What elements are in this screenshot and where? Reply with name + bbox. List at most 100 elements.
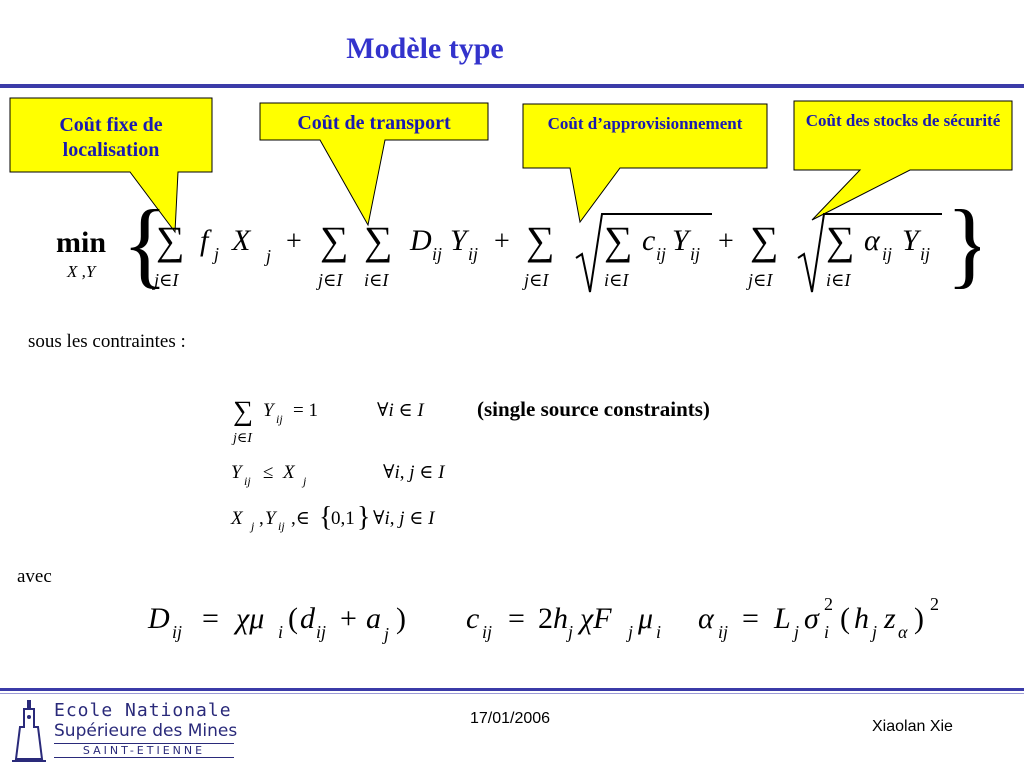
svg-text:α: α — [864, 224, 881, 257]
svg-text:∑: ∑ — [156, 218, 185, 263]
svg-text:+: + — [286, 226, 302, 257]
svg-text:(: ( — [288, 602, 298, 635]
svg-text:j: j — [264, 246, 271, 266]
logo-line-3: SAINT-ETIENNE — [54, 743, 234, 758]
svg-text:∑: ∑ — [233, 396, 253, 427]
svg-text:L: L — [773, 602, 791, 635]
objective-min-subscript: X ,Y — [67, 262, 96, 281]
callout-safety-stock: Coût des stocks de sécurité — [805, 111, 1001, 130]
svg-text:∑: ∑ — [826, 218, 855, 263]
svg-text:X: X — [282, 462, 296, 483]
svg-text:≤: ≤ — [263, 462, 273, 483]
svg-text:j: j — [249, 519, 255, 533]
svg-text:+: + — [494, 226, 510, 257]
svg-text:ij: ij — [920, 244, 930, 264]
svg-text:j: j — [382, 624, 389, 644]
svg-text:): ) — [396, 602, 406, 635]
svg-text:D: D — [409, 224, 432, 257]
svg-text:c: c — [466, 602, 479, 635]
svg-text:j: j — [792, 622, 799, 642]
svg-text:h: h — [854, 602, 869, 635]
top-divider — [0, 84, 1024, 88]
bottom-divider — [0, 688, 1024, 691]
school-logo: Ecole Nationale Supérieure des Mines SAI… — [8, 697, 240, 765]
avec-label: avec — [17, 566, 52, 587]
svg-text:+: + — [718, 226, 734, 257]
svg-text:+: + — [340, 602, 357, 635]
callout-transport: Coût de transport — [297, 112, 451, 134]
svg-text:c: c — [642, 224, 655, 257]
svg-text:j: j — [870, 622, 877, 642]
objective-formula: { ∑ j∈I f j X j + ∑ j∈I ∑ i∈I D ij Y ij … — [122, 192, 980, 297]
svg-text:α: α — [698, 602, 715, 635]
svg-text:ij: ij — [172, 622, 182, 642]
svg-text:χμ: χμ — [233, 602, 264, 635]
svg-text:ij: ij — [656, 244, 666, 264]
svg-text:j: j — [212, 244, 219, 264]
single-source-note: (single source constraints) — [477, 397, 710, 421]
svg-text:=: = — [742, 602, 759, 635]
svg-text:D: D — [147, 602, 170, 635]
svg-text:i: i — [824, 622, 829, 642]
svg-text:i: i — [278, 622, 283, 642]
svg-text:= 1: = 1 — [293, 400, 318, 421]
svg-text:∑: ∑ — [364, 218, 393, 263]
svg-text:j∈I: j∈I — [231, 431, 253, 446]
svg-text:ij: ij — [690, 244, 700, 264]
bottom-divider-thin — [0, 693, 1024, 694]
svg-text:2: 2 — [930, 594, 939, 614]
svg-text:μ: μ — [637, 602, 653, 635]
callout-supply: Coût d’approvisionnement — [547, 114, 743, 133]
svg-text:i∈I: i∈I — [826, 270, 851, 290]
svg-text:ij: ij — [482, 622, 492, 642]
svg-text:∀i, j ∈ I: ∀i, j ∈ I — [383, 462, 446, 483]
svg-text:f: f — [200, 224, 212, 257]
svg-text:=: = — [508, 602, 525, 635]
svg-text:Y: Y — [231, 462, 244, 483]
tower-icon — [12, 700, 46, 762]
svg-text:j: j — [626, 622, 633, 642]
logo-line-2: Supérieure des Mines — [54, 721, 238, 741]
svg-text:{: { — [319, 502, 332, 533]
svg-text:=: = — [202, 602, 219, 635]
svg-text:Y: Y — [902, 224, 922, 257]
svg-text:Y: Y — [263, 400, 276, 421]
svg-text:d: d — [300, 602, 316, 635]
svg-text:α: α — [898, 622, 908, 642]
svg-text:χF: χF — [577, 602, 612, 635]
svg-text:{: { — [122, 192, 168, 297]
svg-text:ij: ij — [432, 244, 442, 264]
svg-text:ij: ij — [316, 622, 326, 642]
svg-text:∑: ∑ — [526, 218, 555, 263]
svg-text:): ) — [914, 602, 924, 635]
svg-text:∑: ∑ — [604, 218, 633, 263]
svg-text:ij: ij — [468, 244, 478, 264]
svg-text:2: 2 — [824, 594, 833, 614]
svg-text:ij: ij — [278, 519, 285, 533]
svg-text:∑: ∑ — [320, 218, 349, 263]
svg-text:z: z — [883, 602, 896, 635]
svg-text:i: i — [656, 622, 661, 642]
svg-text:X: X — [231, 224, 252, 257]
footer-date: 17/01/2006 — [470, 710, 551, 727]
svg-text:j: j — [301, 474, 307, 488]
svg-text:j∈I: j∈I — [746, 270, 773, 290]
svg-text:j: j — [566, 622, 573, 642]
svg-text:i∈I: i∈I — [604, 270, 629, 290]
svg-text:∀i ∈ I: ∀i ∈ I — [377, 400, 425, 421]
svg-text:0,1: 0,1 — [331, 508, 355, 529]
svg-text:Y: Y — [672, 224, 692, 257]
svg-text:X: X — [230, 508, 244, 529]
callout-fixed-cost: Coût fixe de localisation — [59, 114, 163, 161]
svg-text:Y: Y — [450, 224, 470, 257]
svg-text:,: , — [259, 508, 264, 529]
svg-text:∀i, j ∈ I: ∀i, j ∈ I — [373, 508, 436, 529]
svg-text:ij: ij — [276, 412, 283, 426]
definitions-formulas: D ij = χμ i ( d ij + a j ) c ij = 2h j χ… — [147, 594, 939, 644]
svg-text:j∈I: j∈I — [152, 270, 179, 290]
svg-text:j∈I: j∈I — [522, 270, 549, 290]
svg-text:2h: 2h — [538, 602, 568, 635]
constraints-label: sous les contraintes : — [28, 331, 186, 352]
footer-author: Xiaolan Xie — [872, 718, 953, 735]
svg-text:ij: ij — [882, 244, 892, 264]
